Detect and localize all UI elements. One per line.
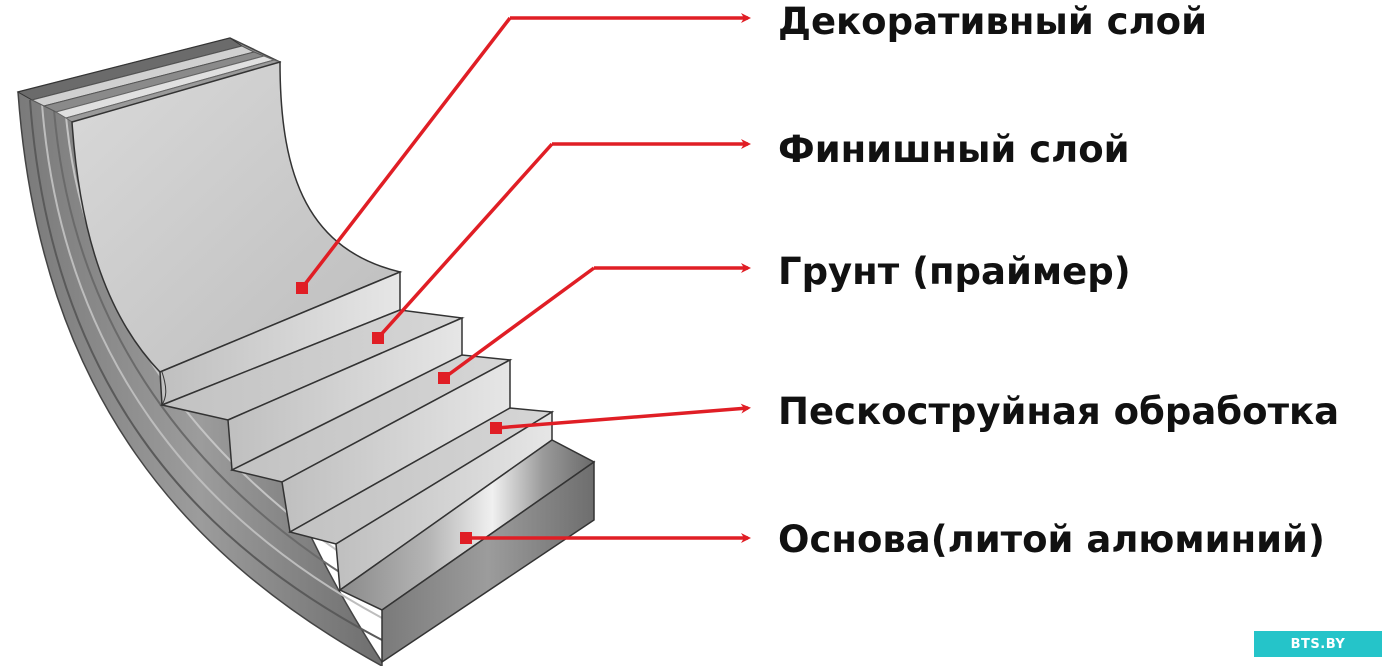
sandblast-marker <box>490 422 502 434</box>
base-marker <box>460 532 472 544</box>
primer-layer-step <box>227 316 513 483</box>
layer-labels: Декоративный слой Финишный слой Грунт (п… <box>778 0 1339 561</box>
primer-marker <box>438 372 450 384</box>
leader-lines <box>296 13 751 544</box>
watermark-text: BTS.BY <box>1290 636 1346 652</box>
sandblast-layer-step <box>281 358 555 545</box>
decorative-marker <box>296 282 308 294</box>
label-sandblast: Пескоструйная обработка <box>778 390 1339 433</box>
pan-top-lip <box>16 37 282 123</box>
label-decorative: Декоративный слой <box>778 0 1207 43</box>
label-primer: Грунт (праймер) <box>778 250 1131 293</box>
base-layer-step <box>335 410 596 664</box>
finish-marker <box>372 332 384 344</box>
label-finish: Финишный слой <box>778 128 1130 171</box>
label-base: Основа(литой алюминий) <box>778 518 1325 561</box>
watermark-badge: BTS.BY <box>1254 631 1382 657</box>
